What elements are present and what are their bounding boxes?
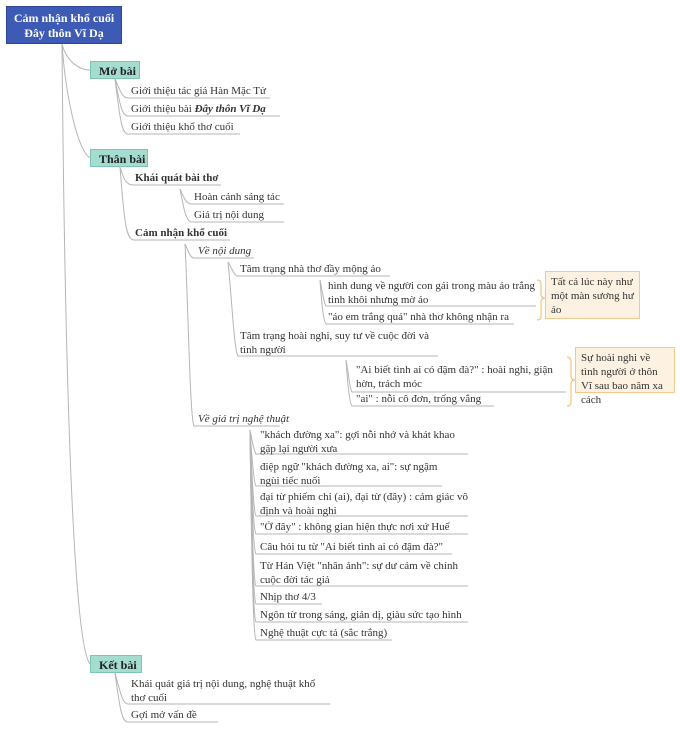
noi-dung-node[interactable]: Về nội dung (198, 245, 252, 257)
hoai-nghi-node[interactable]: Tâm trạng hoài nghi, suy tư về cuộc đời … (240, 330, 429, 356)
nghe-thuat-item-4[interactable]: "Ở đây" : không gian hiện thực nơi xứ Hu… (260, 521, 450, 533)
khai-quat-node[interactable]: Khái quát bài thơ (135, 172, 219, 184)
nghe-thuat-item-7[interactable]: Nhịp thơ 4/3 (260, 591, 316, 603)
khai-quat-item-1[interactable]: Hoàn cảnh sáng tác (194, 191, 280, 203)
poem-title: Đây thôn Vĩ Dạ (194, 103, 266, 115)
cam-nhan-node[interactable]: Cảm nhận khổ cuối (135, 227, 228, 239)
ket-bai-item-2[interactable]: Gợi mở vấn đề (131, 709, 197, 721)
nghe-thuat-item-9[interactable]: Nghệ thuật cực tả (sắc trắng) (260, 627, 388, 639)
mong-ao-node[interactable]: Tâm trạng nhà thơ đầy mộng ảo (240, 263, 381, 275)
khai-quat-item-2[interactable]: Giá trị nội dung (194, 209, 264, 221)
mo-bai-item-2-text: Giới thiệu bài (131, 103, 192, 115)
mong-ao-item-1[interactable]: hình dung về người con gái trong màu áo … (328, 280, 535, 306)
hoai-nghi-item-1[interactable]: "Ai biết tình ai có đậm đà?" : hoài nghi… (356, 364, 553, 390)
mo-bai-item-3[interactable]: Giới thiệu khổ thơ cuối (131, 121, 234, 133)
hoai-nghi-note[interactable]: Sự hoài nghi về tình người ở thôn Vĩ sau… (575, 347, 675, 406)
nghe-thuat-item-2[interactable]: điệp ngữ "khách đường xa, ai": sự ngậm n… (260, 461, 438, 487)
nghe-thuat-item-3[interactable]: đại từ phiếm chỉ (ai), đại từ (đây) : cả… (260, 491, 469, 517)
mo-bai-item-2[interactable]: Giới thiệu bài Đây thôn Vĩ Dạ (131, 102, 266, 116)
mong-ao-item-2[interactable]: "áo em trắng quá" nhà thơ không nhận ra (328, 311, 509, 323)
section-mo-bai[interactable]: Mở bài (90, 61, 140, 79)
nghe-thuat-item-5[interactable]: Câu hỏi tu từ "Ai biết tình ai có đậm đà… (260, 541, 443, 553)
section-ket-bai[interactable]: Kết bài (90, 655, 142, 673)
nghe-thuat-item-8[interactable]: Ngôn từ trong sáng, giản dị, giàu sức tạ… (260, 609, 462, 621)
nghe-thuat-item-6[interactable]: Từ Hán Việt "nhân ảnh": sự dư cảm về chí… (260, 560, 458, 586)
mong-ao-note[interactable]: Tất cả lúc này như một màn sương hư ảo (545, 271, 640, 319)
mo-bai-item-1[interactable]: Giới thiệu tác giả Hàn Mặc Tử (131, 85, 266, 97)
section-than-bai[interactable]: Thân bài (90, 149, 148, 167)
root-node[interactable]: Cảm nhận khổ cuối Đây thôn Vĩ Dạ (6, 6, 122, 44)
nghe-thuat-item-1[interactable]: "khách đường xa": gợi nỗi nhớ và khát kh… (260, 429, 455, 455)
hoai-nghi-item-2[interactable]: "ai" : nỗi cô đơn, trống vắng (356, 393, 482, 405)
nghe-thuat-node[interactable]: Về giá trị nghệ thuật (198, 413, 290, 425)
ket-bai-item-1[interactable]: Khái quát giá trị nội dung, nghệ thuật k… (131, 678, 316, 704)
